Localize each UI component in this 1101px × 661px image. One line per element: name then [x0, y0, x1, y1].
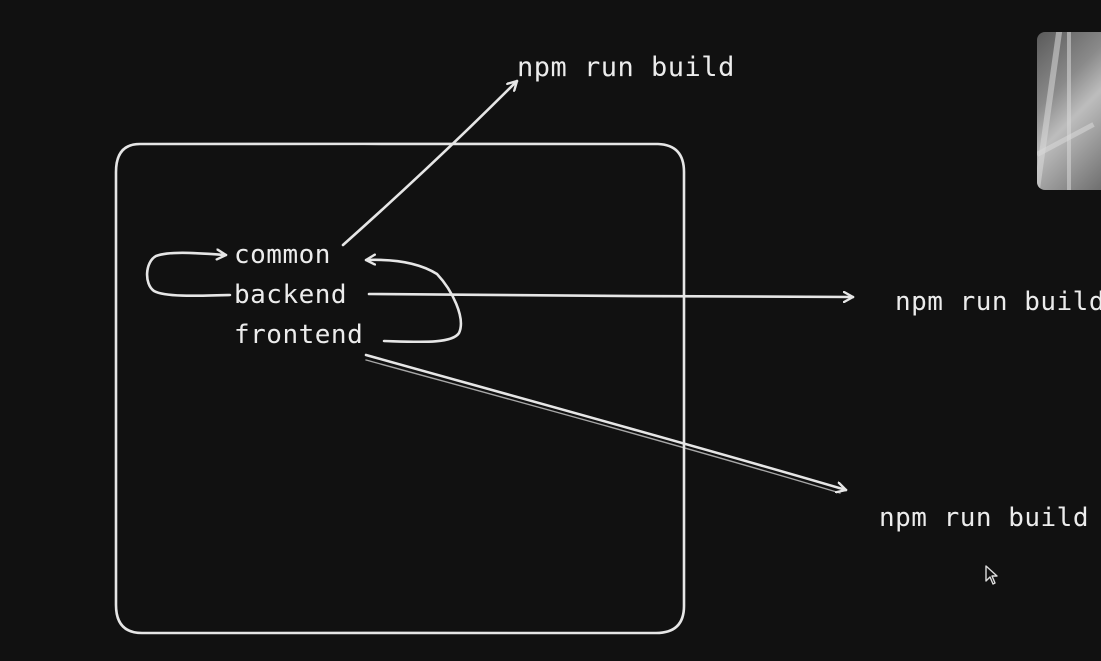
package-label-backend: backend — [234, 280, 347, 310]
package-label-frontend: frontend — [234, 320, 363, 350]
monorepo-container-box — [114, 142, 686, 635]
arrow-backend-to-build — [367, 294, 855, 297]
arrow-common-to-build — [341, 79, 519, 247]
presenter-video-thumbnail[interactable] — [1037, 32, 1101, 190]
curved-arrow-frontend-to-common — [364, 260, 463, 344]
build-command-frontend: npm run build — [879, 503, 1089, 533]
arrow-frontend-to-build-double-line — [365, 359, 841, 494]
loop-arrow-backend-to-common — [145, 253, 232, 298]
build-command-common: npm run build — [517, 52, 735, 83]
cursor-arrow-icon — [985, 565, 998, 585]
arrow-frontend-to-build — [364, 353, 848, 490]
package-label-common: common — [234, 240, 331, 270]
build-command-backend: npm run build — [895, 287, 1101, 317]
